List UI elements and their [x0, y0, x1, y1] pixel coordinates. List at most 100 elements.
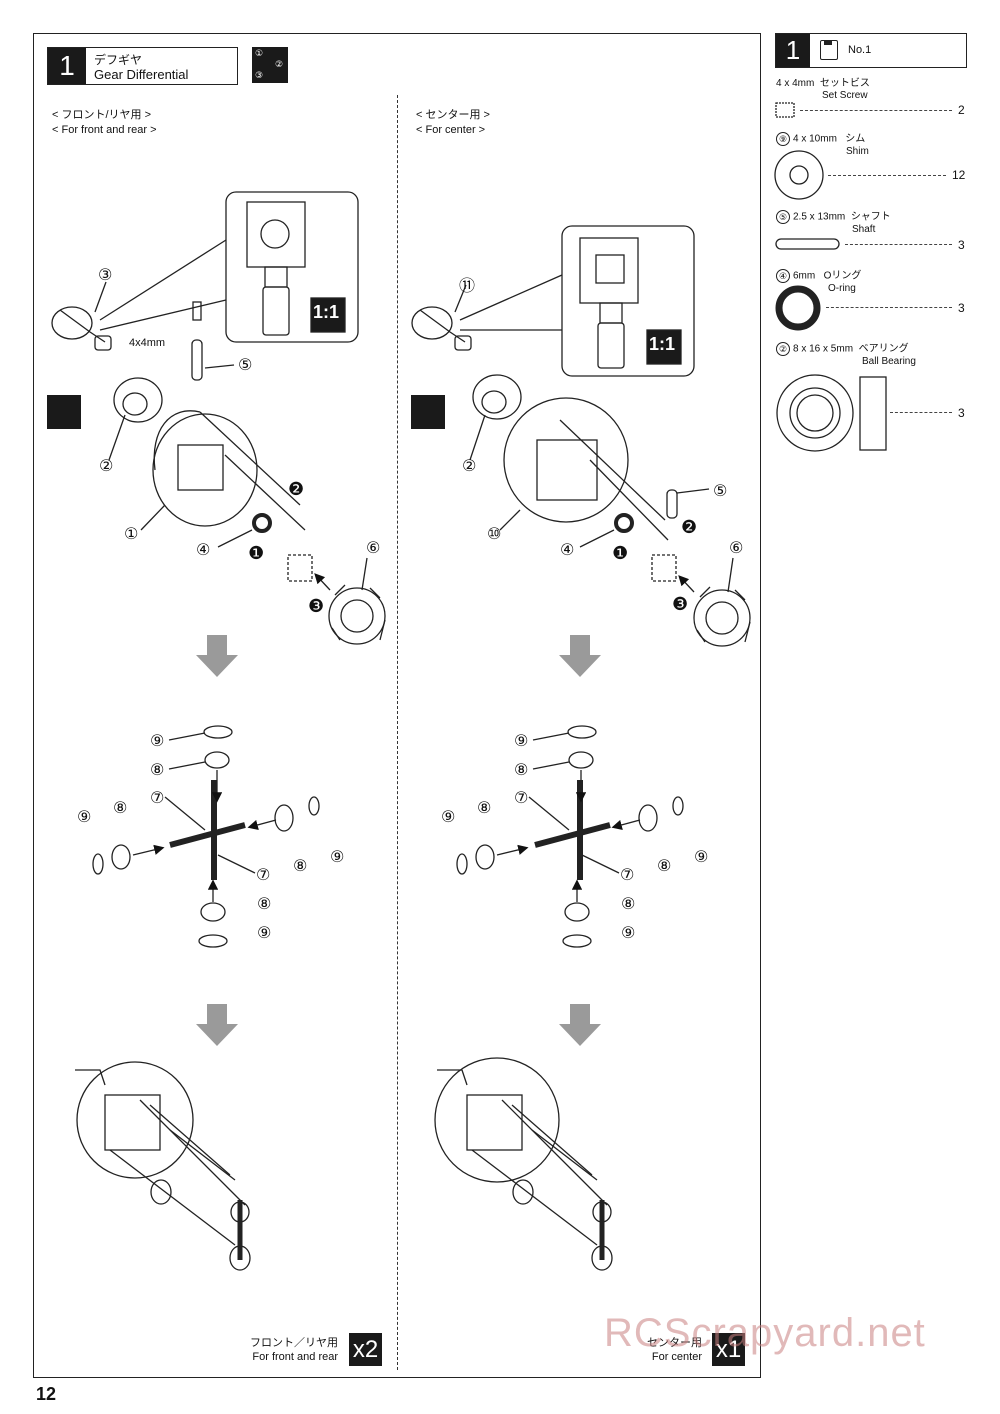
callout: ⑧	[257, 896, 272, 913]
right-mult-en: For center	[651, 1351, 702, 1363]
part-en: Ball Bearing	[862, 356, 916, 367]
part-id: ⑨	[776, 132, 790, 146]
callout: ④	[560, 542, 575, 559]
step-header: 1 デフギヤ Gear Differential	[47, 47, 238, 85]
part-size: 6mm	[793, 270, 816, 282]
right-scale-label: 1:1	[649, 334, 676, 354]
part-jp: シャフト	[850, 211, 891, 223]
callout: ⑩	[487, 526, 502, 543]
part-qty: 3	[958, 301, 965, 315]
callout: ❶	[248, 543, 265, 563]
part-qty: 3	[958, 406, 965, 420]
part-qty: 12	[952, 168, 966, 182]
seq-c: ③	[255, 70, 264, 80]
left-scale-label: 1:1	[313, 302, 340, 322]
part-en: Shim	[846, 146, 869, 157]
left-multiplier: x2	[349, 1333, 382, 1366]
left-section-label: < フロント/リヤ用 > < For front and rear >	[52, 108, 157, 138]
step-arrows	[196, 635, 601, 1046]
left-multiplier-label: フロント／リヤ用 For front and rear	[230, 1336, 338, 1364]
step-number: 1	[48, 48, 86, 84]
callout: ⑨	[330, 849, 345, 866]
callout: ⑧	[113, 800, 128, 817]
callout: ⑧	[514, 762, 529, 779]
callout: ③	[98, 267, 113, 284]
screw-size-label: 4x4mm	[129, 337, 166, 349]
callout: ❶	[612, 543, 629, 563]
callout: ⑤	[238, 357, 253, 374]
instruction-frame	[33, 33, 761, 1378]
callout: ⑧	[657, 858, 672, 875]
bag-icon	[820, 40, 838, 60]
part-id: ④	[776, 269, 790, 283]
callout: ⑦	[150, 790, 165, 807]
right-tool-icon	[411, 395, 445, 429]
callout: ⑪	[459, 278, 476, 295]
part-size: 4 x 10mm	[793, 133, 837, 145]
part-en: Set Screw	[822, 90, 868, 101]
right-mult-jp: センター用	[647, 1337, 702, 1349]
leader-line	[890, 412, 952, 413]
section-divider	[397, 95, 398, 1370]
right-multiplier: x1	[712, 1333, 745, 1366]
left-label-en: < For front and rear >	[52, 124, 157, 136]
shim-icon	[774, 150, 824, 200]
right-multiplier-label: センター用 For center	[600, 1336, 702, 1364]
page-number: 12	[36, 1384, 57, 1404]
part-jp: シム	[845, 133, 866, 145]
callout: ⑨	[621, 925, 636, 942]
leader-line	[800, 110, 952, 111]
part-size: 4 x 4mm	[776, 78, 815, 89]
set-screw-icon	[775, 102, 795, 118]
part-size: 2.5 x 13mm	[793, 211, 846, 223]
left-spider-assembly	[92, 725, 320, 948]
callout: ⑦	[256, 867, 271, 884]
seq-b: ②	[275, 59, 284, 69]
part-jp: セットビス	[819, 78, 870, 89]
part-jp: ベアリング	[858, 343, 909, 355]
left-tool-icon	[47, 395, 81, 429]
callout: ⑧	[621, 896, 636, 913]
callout: ⑨	[694, 849, 709, 866]
leader-line	[826, 307, 952, 308]
callout: ⑨	[150, 733, 165, 750]
part-set-screw: 4 x 4mm セットビス Set Screw	[776, 78, 870, 102]
callout: ⑥	[366, 540, 381, 557]
left-final-assembly	[75, 1061, 251, 1271]
right-final-assembly	[434, 1057, 613, 1271]
step-title-jp: デフギヤ	[94, 53, 143, 67]
callout: ①	[124, 526, 139, 543]
part-size: 8 x 16 x 5mm	[793, 343, 854, 355]
callout: ⑧	[477, 800, 492, 817]
left-mult-jp: フロント／リヤ用	[250, 1337, 338, 1349]
callout: ❸	[308, 596, 325, 616]
right-section-label: < センター用 > < For center >	[416, 108, 490, 138]
watermark: RCScrapyard.net	[604, 1311, 926, 1355]
callout: ⑨	[257, 925, 272, 942]
step-title-en: Gear Differential	[94, 67, 189, 82]
left-mult-en: For front and rear	[252, 1351, 338, 1363]
callout: ⑦	[620, 867, 635, 884]
part-jp: Oリング	[823, 270, 862, 282]
callout: ❷	[288, 479, 305, 499]
o-ring-icon	[775, 285, 821, 331]
right-label-en: < For center >	[416, 124, 486, 136]
right-spider-assembly	[456, 725, 684, 948]
part-id: ⑤	[776, 210, 790, 224]
seq-a: ①	[255, 48, 264, 58]
callout: ⑨	[441, 809, 456, 826]
callout: ④	[196, 542, 211, 559]
part-id: ②	[776, 342, 790, 356]
callout: ⑨	[77, 809, 92, 826]
callout: ②	[99, 458, 114, 475]
part-en: O-ring	[828, 283, 856, 294]
callout: ②	[462, 458, 477, 475]
part-en: Shaft	[852, 224, 876, 235]
part-qty: 2	[958, 103, 965, 117]
sequence-icon: ① ② ③	[252, 47, 288, 83]
